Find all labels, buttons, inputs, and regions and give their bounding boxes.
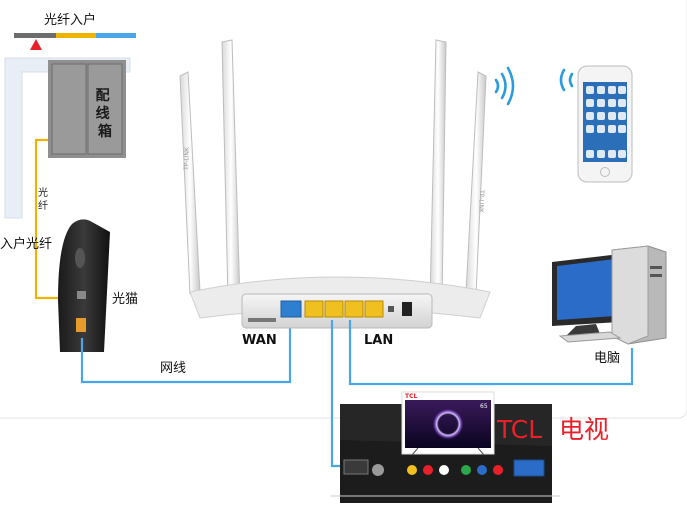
pc-tower-front — [611, 245, 649, 345]
wifi-icon-router — [494, 66, 515, 106]
fiber-entry-bar: 光纤入户 — [14, 12, 136, 50]
tv-thumbnail: TCL 65 — [401, 391, 495, 456]
fiber-bar-yellow — [56, 33, 96, 38]
smartphone — [559, 65, 633, 183]
tv-av-red[interactable] — [423, 465, 433, 475]
lan-computer-cable — [348, 320, 634, 386]
router-lan-port-1[interactable] — [304, 300, 324, 318]
antenna-3 — [429, 39, 447, 301]
antenna-4 — [465, 71, 487, 295]
phone-app-icons — [586, 86, 626, 158]
router — [189, 276, 491, 329]
tv-av-white[interactable] — [439, 465, 449, 475]
distribution-box-label: 配 线 箱 — [96, 88, 115, 140]
lan-label: LAN — [364, 333, 393, 348]
modem-logo — [75, 248, 85, 268]
phone-home-button — [600, 167, 610, 177]
modem-body — [58, 219, 110, 352]
antenna-1 — [179, 71, 201, 295]
router-antennas: TP-LINK TP-LINK — [179, 39, 487, 301]
tv-av-yellow[interactable] — [407, 465, 417, 475]
tv-logo: TCL — [405, 393, 417, 400]
wan-label: WAN — [242, 333, 277, 348]
router-slot — [248, 318, 276, 322]
tv-component-green[interactable] — [461, 465, 471, 475]
antenna-2 — [221, 39, 241, 301]
antenna-brand-left: TP-LINK — [183, 146, 191, 171]
router-power-port[interactable] — [402, 302, 412, 316]
distribution-box-area: 配 线 箱 — [4, 57, 131, 219]
box-label-char-2: 线 — [96, 105, 110, 122]
network-cable-label: 网线 — [160, 361, 186, 376]
router-lan-port-2[interactable] — [324, 300, 344, 318]
wall-pipe — [4, 57, 131, 219]
modem-lan-port — [76, 318, 86, 332]
fiber-entry-arrow — [30, 39, 42, 50]
box-door-left — [51, 63, 87, 155]
fiber-label-char-1: 光 — [38, 186, 48, 199]
keyboard — [558, 331, 622, 343]
modem-wan-cable — [80, 322, 292, 384]
computer-label: 电脑 — [594, 351, 620, 366]
box-door-right — [87, 63, 123, 155]
tv-brand-label: TCL — [496, 415, 542, 444]
router-lan-port-3[interactable] — [344, 300, 364, 318]
tv-ring-art — [432, 408, 464, 440]
tv-antenna-port[interactable] — [372, 464, 384, 476]
box-label-char-3: 箱 — [98, 123, 112, 140]
tv-label: 电视 — [559, 415, 609, 444]
pc-drive-bay-2 — [650, 274, 662, 277]
tv-component-blue[interactable] — [477, 465, 487, 475]
fiber-label-char-2: 纤 — [38, 199, 48, 212]
wifi-icon-phone-1 — [559, 68, 566, 92]
wifi-icon-phone-2 — [568, 72, 574, 88]
fiber-label: 光 纤 — [38, 186, 51, 212]
box-label-char-1: 配 — [96, 88, 110, 104]
router-wan-port[interactable] — [280, 300, 302, 318]
pc-drive-bay-1 — [650, 266, 662, 269]
tv-lan-port[interactable] — [343, 459, 369, 475]
router-lan-port-4[interactable] — [364, 300, 384, 318]
tv-component-red[interactable] — [493, 465, 503, 475]
fiber-entry-left-label: 入户光纤 — [0, 236, 52, 252]
optical-modem — [58, 219, 110, 352]
fiber-bar-blue — [96, 33, 136, 38]
tv-size-badge: 65 — [480, 403, 488, 410]
monitor-screen — [557, 259, 615, 320]
modem-label: 光猫 — [112, 292, 138, 307]
fiber-entry-label: 光纤入户 — [44, 12, 96, 28]
phone-screen — [583, 82, 627, 162]
fiber-bar-grey — [14, 33, 56, 38]
tv-vga-port[interactable] — [513, 459, 545, 477]
antenna-brand-right: TP-LINK — [477, 189, 485, 214]
modem-fiber-port — [77, 291, 86, 299]
tv-stand — [411, 447, 485, 456]
desktop-computer — [552, 245, 667, 345]
router-reset-button[interactable] — [388, 306, 394, 312]
